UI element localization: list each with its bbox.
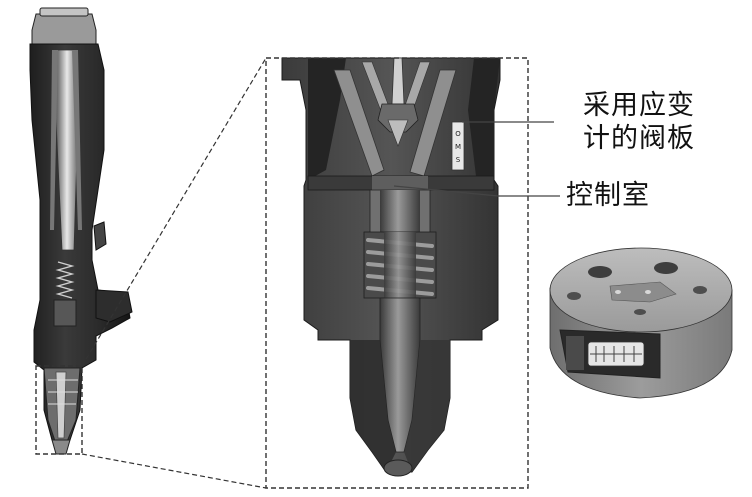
- injector-full-section: [29, 7, 133, 455]
- magnified-section: O M S: [281, 57, 501, 477]
- spring: [363, 231, 437, 299]
- zoom-connector-bottom: [81, 453, 267, 489]
- valve-plate-mark-o: O: [455, 130, 461, 138]
- control-chamber-label: 控制室: [566, 180, 650, 211]
- leader-lines: [393, 121, 560, 197]
- valve-plate-part: [549, 247, 733, 399]
- valve-plate-label-line1: 采用应变: [583, 90, 695, 121]
- detail-source-box: [35, 365, 83, 455]
- zoom-connector-top: [81, 57, 267, 367]
- valve-plate: [451, 121, 465, 171]
- valve-plate-label-line2: 计的阀板: [583, 123, 695, 154]
- detail-frame: [265, 57, 529, 489]
- valve-plate-mark-s: S: [456, 156, 461, 164]
- control-chamber-leader: [393, 185, 560, 197]
- valve-plate-mark-m: M: [455, 143, 461, 151]
